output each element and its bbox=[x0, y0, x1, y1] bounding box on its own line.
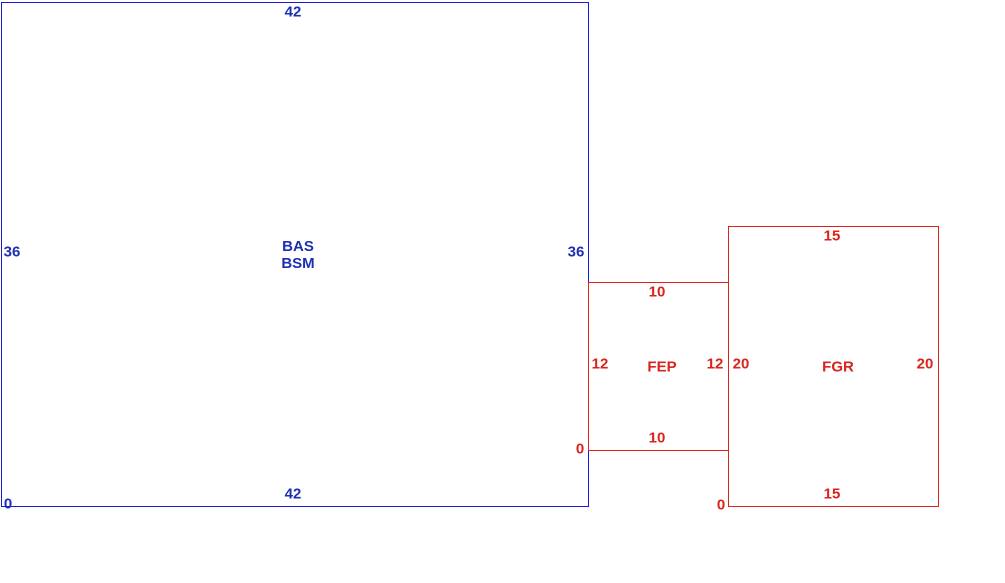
room-bas-left-dimension: 36 bbox=[3, 243, 21, 261]
room-bas-name: BAS BSM bbox=[281, 238, 314, 272]
room-fep-left-dimension: 12 bbox=[591, 355, 609, 373]
room-fep-top-dimension: 10 bbox=[648, 283, 666, 301]
room-bas-name-line-1: BAS bbox=[282, 238, 314, 255]
room-fgr-left-dimension: 20 bbox=[732, 355, 750, 373]
room-fgr-outline bbox=[728, 226, 939, 507]
room-bas-top-dimension: 42 bbox=[284, 3, 302, 21]
room-bas-name-line-2: BSM bbox=[281, 255, 315, 272]
room-fgr-origin-label: 0 bbox=[716, 496, 726, 514]
room-bas-right-dimension: 36 bbox=[567, 243, 585, 261]
room-fep-origin-label: 0 bbox=[575, 440, 585, 458]
room-fgr-bottom-dimension: 15 bbox=[823, 485, 841, 503]
room-fep-right-dimension: 12 bbox=[706, 355, 724, 373]
room-bas-origin-label: 0 bbox=[3, 495, 13, 513]
room-fep-bottom-dimension: 10 bbox=[648, 429, 666, 447]
room-fep-name: FEP bbox=[647, 358, 677, 376]
room-bas-outline bbox=[1, 2, 589, 507]
room-fgr-name: FGR bbox=[822, 358, 854, 376]
room-fgr-right-dimension: 20 bbox=[916, 355, 934, 373]
room-fgr-top-dimension: 15 bbox=[823, 227, 841, 245]
room-bas-bottom-dimension: 42 bbox=[284, 485, 302, 503]
